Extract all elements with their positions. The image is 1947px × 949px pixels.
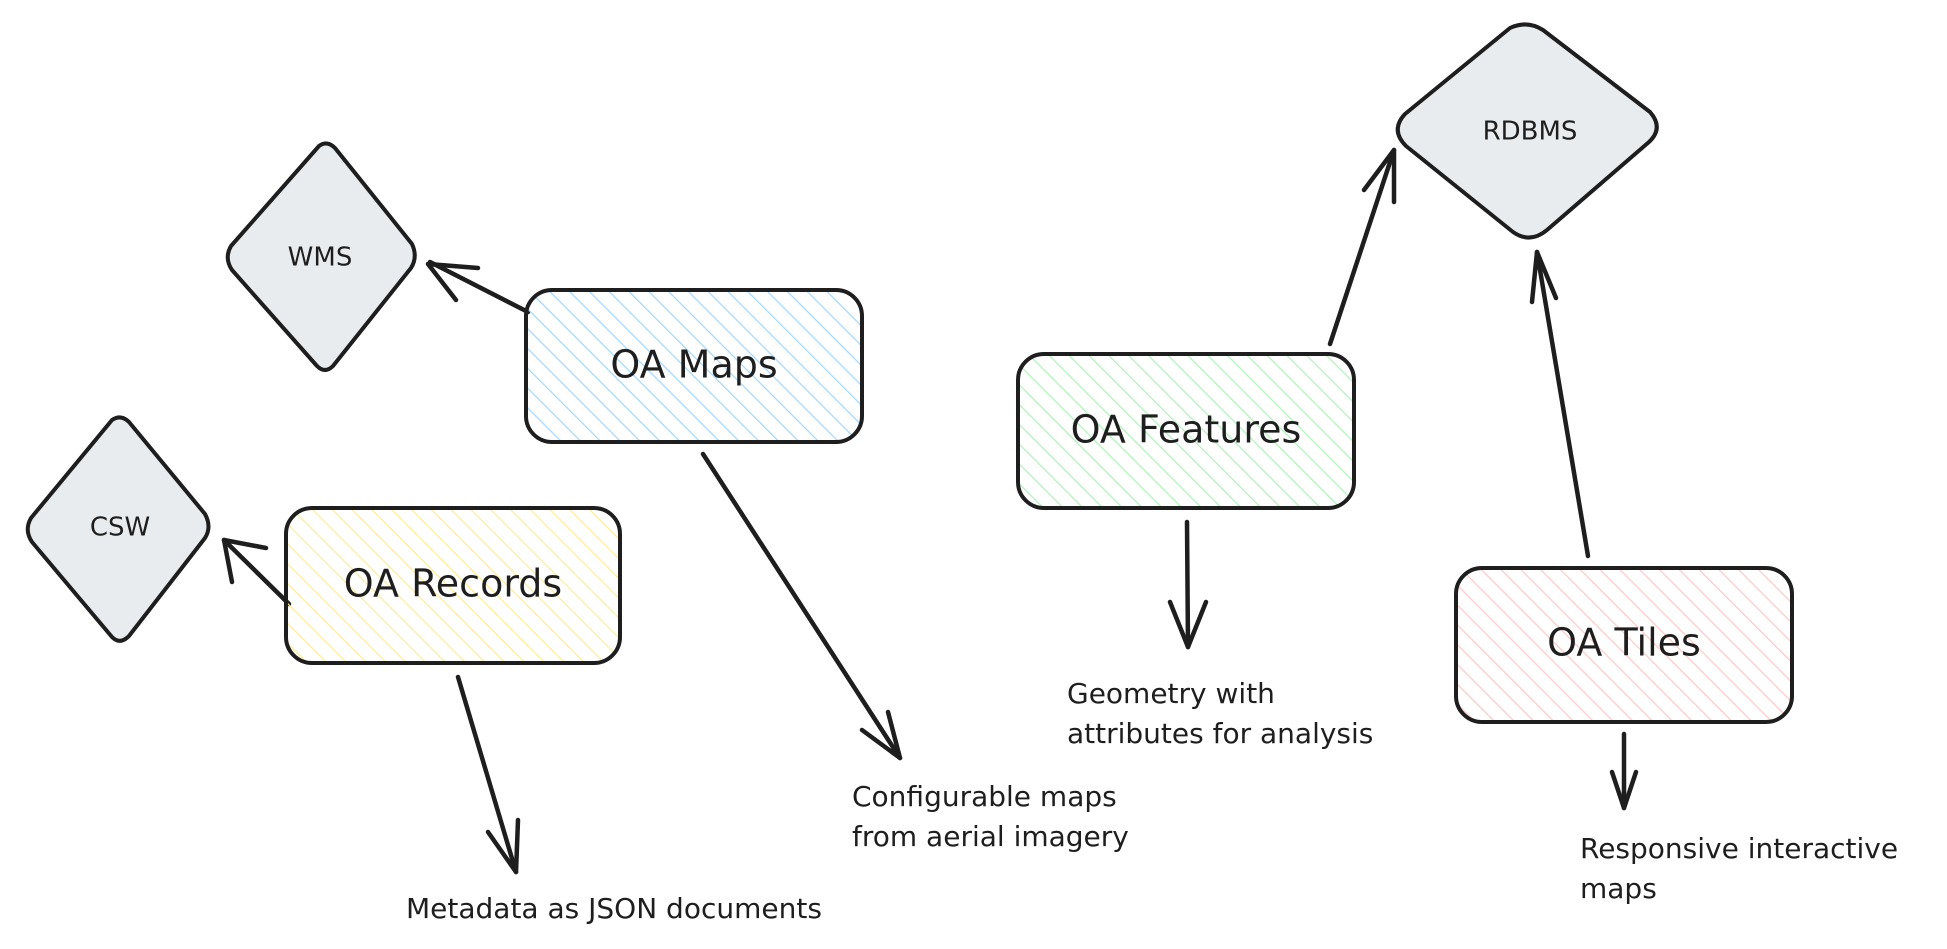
edge-maps-to-wms [425, 259, 531, 315]
node-wms[interactable]: WMS [225, 141, 417, 372]
edge-features-to-rdbms [1327, 147, 1397, 347]
note-records: Metadata as JSON documents [406, 892, 822, 925]
node-csw[interactable]: CSW [25, 415, 211, 643]
note-tiles-line-2: maps [1580, 872, 1657, 905]
edge-features-to-note [1167, 519, 1209, 650]
edge-records-to-note [455, 674, 521, 875]
note-tiles-line-1: Responsive interactive [1580, 832, 1898, 865]
note-records-line-1: Metadata as JSON documents [406, 892, 822, 925]
edge-records-to-csw [221, 537, 292, 607]
rdbms-label: RDBMS [1483, 117, 1578, 147]
note-maps: Configurable maps from aerial imagery [852, 780, 1129, 853]
note-features-line-1: Geometry with [1067, 677, 1275, 710]
oa-tiles-label: OA Tiles [1547, 621, 1701, 665]
edge-maps-to-note [700, 451, 903, 761]
oa-features-label: OA Features [1071, 408, 1302, 452]
note-maps-line-1: Configurable maps [852, 780, 1117, 813]
oa-records-label: OA Records [344, 562, 562, 606]
edge-tiles-to-rdbms [1529, 249, 1591, 559]
node-rdbms[interactable]: RDBMS [1395, 22, 1659, 240]
node-oa-records[interactable]: OA Records [284, 506, 622, 665]
note-features: Geometry with attributes for analysis [1067, 677, 1373, 750]
csw-label: CSW [90, 513, 150, 543]
node-oa-features[interactable]: OA Features [1016, 352, 1356, 510]
node-oa-maps[interactable]: OA Maps [524, 288, 864, 444]
note-features-line-2: attributes for analysis [1067, 717, 1373, 750]
wms-label: WMS [288, 243, 353, 273]
edge-tiles-to-note [1609, 731, 1639, 811]
note-maps-line-2: from aerial imagery [852, 820, 1129, 853]
note-tiles: Responsive interactive maps [1580, 832, 1898, 905]
oa-maps-label: OA Maps [610, 343, 777, 387]
node-oa-tiles[interactable]: OA Tiles [1454, 566, 1794, 724]
